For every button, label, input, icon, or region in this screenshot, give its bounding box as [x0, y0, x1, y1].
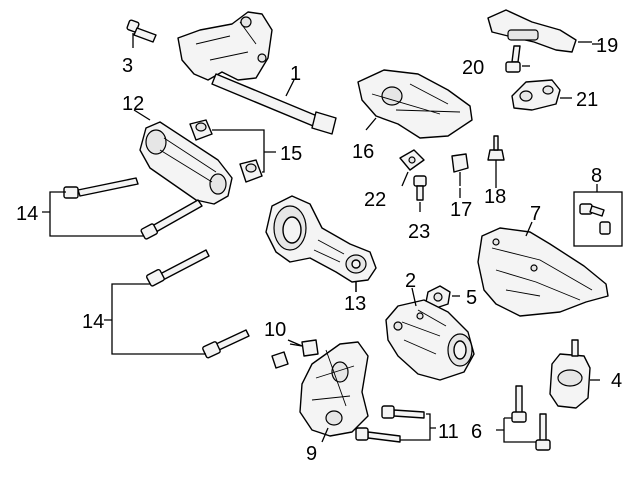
bolts-6 — [496, 385, 551, 451]
callout-20: 20 — [462, 57, 484, 79]
heat-shield-7 — [477, 221, 609, 317]
callout-7: 7 — [530, 203, 541, 225]
callout-4: 4 — [611, 370, 622, 392]
leader-lines — [285, 43, 601, 347]
callout-12: 12 — [122, 93, 144, 115]
callout-13: 13 — [344, 293, 366, 315]
callout-10: 10 — [264, 319, 286, 341]
torque-rod-13 — [265, 195, 377, 292]
callout-21: 21 — [576, 89, 598, 111]
callout-17: 17 — [450, 199, 472, 221]
callout-9: 9 — [306, 443, 317, 465]
bolt-23 — [413, 175, 427, 201]
callout-6: 6 — [471, 421, 482, 443]
callout-22: 22 — [364, 189, 386, 211]
callout-16: 16 — [352, 141, 374, 163]
callout-8: 8 — [591, 165, 602, 187]
crossmember-16 — [357, 69, 473, 139]
bolts-11 — [355, 405, 436, 443]
bolt-20 — [505, 45, 521, 73]
bushings-10 — [271, 339, 319, 369]
long-bolts-14-lower — [104, 249, 250, 359]
callout-14-upper: 14 — [16, 203, 38, 225]
callout-1: 1 — [290, 63, 301, 85]
callout-15: 15 — [280, 143, 302, 165]
nut-5 — [425, 285, 460, 309]
mount-pad-21 — [511, 79, 572, 111]
bushings-15 — [189, 119, 276, 183]
callout-2: 2 — [405, 270, 416, 292]
bolt-3 — [126, 19, 157, 48]
stud-18 — [487, 135, 505, 178]
callout-23: 23 — [408, 221, 430, 243]
long-bolts-14-upper — [42, 177, 203, 240]
hardware-kit-8 — [573, 184, 623, 247]
callout-14-lower: 14 — [82, 311, 104, 333]
callouts: 1 2 3 4 5 6 7 8 9 10 11 12 13 14 14 15 1… — [16, 35, 622, 465]
bracket-19 — [487, 9, 592, 53]
callout-5: 5 — [466, 287, 477, 309]
transmission-mount-2 — [385, 287, 475, 381]
callout-3: 3 — [122, 55, 133, 77]
mount-bracket-9 — [299, 341, 369, 443]
rubber-mount-4 — [549, 339, 600, 409]
intermediate-shaft — [177, 11, 337, 135]
stud-17 — [451, 153, 469, 186]
mount-bracket-12 — [133, 109, 233, 205]
clip-22 — [399, 149, 425, 171]
callout-19: 19 — [596, 35, 618, 57]
callout-18: 18 — [484, 186, 506, 208]
callout-11: 11 — [438, 421, 459, 443]
